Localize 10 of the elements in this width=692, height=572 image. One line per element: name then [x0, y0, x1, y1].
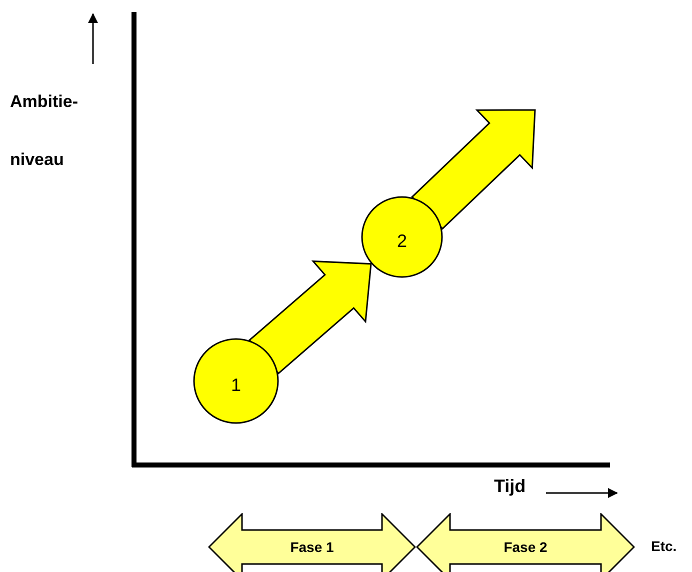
axis-label: Tijd — [494, 476, 526, 497]
axis-label: niveau — [10, 150, 64, 170]
block-arrow — [248, 260, 372, 374]
step-circle: 1 — [193, 338, 279, 424]
note-text: Etc. — [651, 538, 677, 554]
axis-label: Ambitie- — [10, 92, 78, 112]
block-arrow — [411, 109, 536, 230]
phase-arrow: Fase 1 — [208, 513, 416, 572]
phase-arrow: Fase 2 — [416, 513, 635, 572]
step-circle: 2 — [361, 196, 443, 278]
